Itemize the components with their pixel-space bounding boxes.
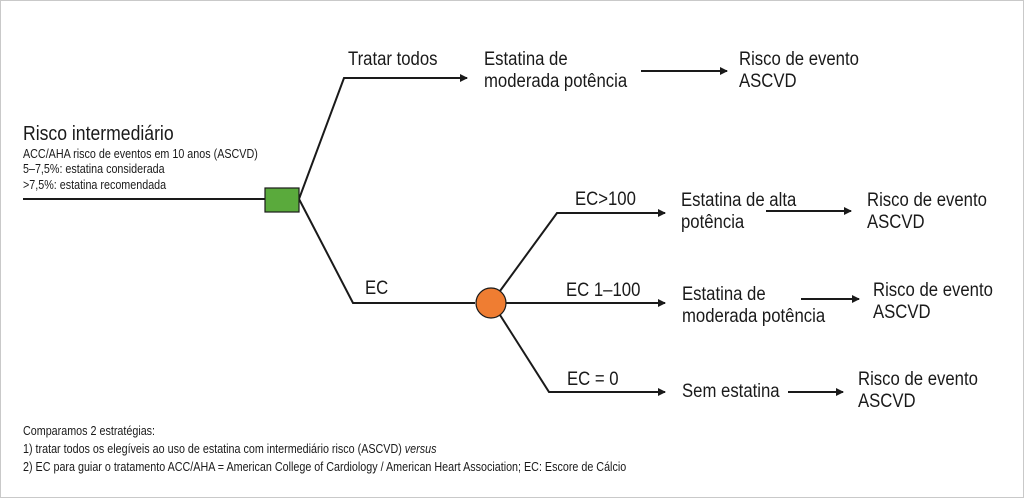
root-detail-line: >7,5%: estatina recomendada xyxy=(23,177,167,192)
root-title: Risco intermediário xyxy=(23,123,174,145)
treatment-line: potência xyxy=(681,212,745,234)
ec-high-treatment: Estatina de alta potência xyxy=(681,190,796,235)
ec-branch-line xyxy=(298,198,475,304)
ec-mid-treatment: Estatina de moderada potência xyxy=(682,284,825,329)
ec-high-outcome: Risco de evento ASCVD xyxy=(867,190,987,235)
footnote-line-3: 2) EC para guiar o tratamento ACC/AHA = … xyxy=(23,460,627,475)
treatment-line: Estatina de alta xyxy=(681,190,797,211)
footnote-versus: versus xyxy=(404,442,437,457)
footnote: Comparamos 2 estratégias: 1) tratar todo… xyxy=(23,422,626,476)
root-details: ACC/AHA risco de eventos em 10 anos (ASC… xyxy=(23,147,258,193)
treat-all-outcome: Risco de evento ASCVD xyxy=(739,49,859,94)
ec-high-label: EC>100 xyxy=(575,189,636,210)
treatment-line: Sem estatina xyxy=(682,381,780,402)
outcome-line: Risco de evento xyxy=(858,369,978,390)
outcome-line: ASCVD xyxy=(873,302,931,324)
treat-all-branch-line xyxy=(298,74,468,200)
footnote-line-2-text: 1) tratar todos os elegíveis ao uso de e… xyxy=(23,442,405,457)
treatment-line: moderada potência xyxy=(682,306,826,328)
ec-zero-branch-line xyxy=(499,314,666,396)
ec-label: EC xyxy=(365,278,389,299)
ec-mid-label: EC 1–100 xyxy=(566,280,641,301)
ec-mid-outcome: Risco de evento ASCVD xyxy=(873,280,993,325)
treatment-line: Estatina de xyxy=(484,49,568,70)
outcome-line: Risco de evento xyxy=(867,190,987,211)
treatment-line: moderada potência xyxy=(484,71,628,93)
footnote-line-1: Comparamos 2 estratégias: xyxy=(23,424,156,438)
outcome-line: ASCVD xyxy=(739,71,797,93)
outcome-line: Risco de evento xyxy=(873,280,993,301)
outcome-line: ASCVD xyxy=(858,391,916,413)
ec-zero-label: EC = 0 xyxy=(567,369,619,390)
ec-zero-outcome: Risco de evento ASCVD xyxy=(858,369,978,414)
ec-high-branch-line xyxy=(499,209,666,292)
decision-node xyxy=(264,187,300,213)
chance-node xyxy=(475,287,507,319)
outcome-line: Risco de evento xyxy=(739,49,859,70)
treatment-line: Estatina de xyxy=(682,284,766,305)
treat-all-label: Tratar todos xyxy=(348,49,438,70)
footnote-line-2: 1) tratar todos os elegíveis ao uso de e… xyxy=(23,440,626,458)
ec-zero-treatment: Sem estatina xyxy=(682,381,780,403)
root-detail-line: ACC/AHA risco de eventos em 10 anos (ASC… xyxy=(23,147,258,161)
outcome-line: ASCVD xyxy=(867,212,925,234)
treat-all-treatment: Estatina de moderada potência xyxy=(484,49,627,94)
root-detail-line: 5–7,5%: estatina considerada xyxy=(23,162,165,177)
